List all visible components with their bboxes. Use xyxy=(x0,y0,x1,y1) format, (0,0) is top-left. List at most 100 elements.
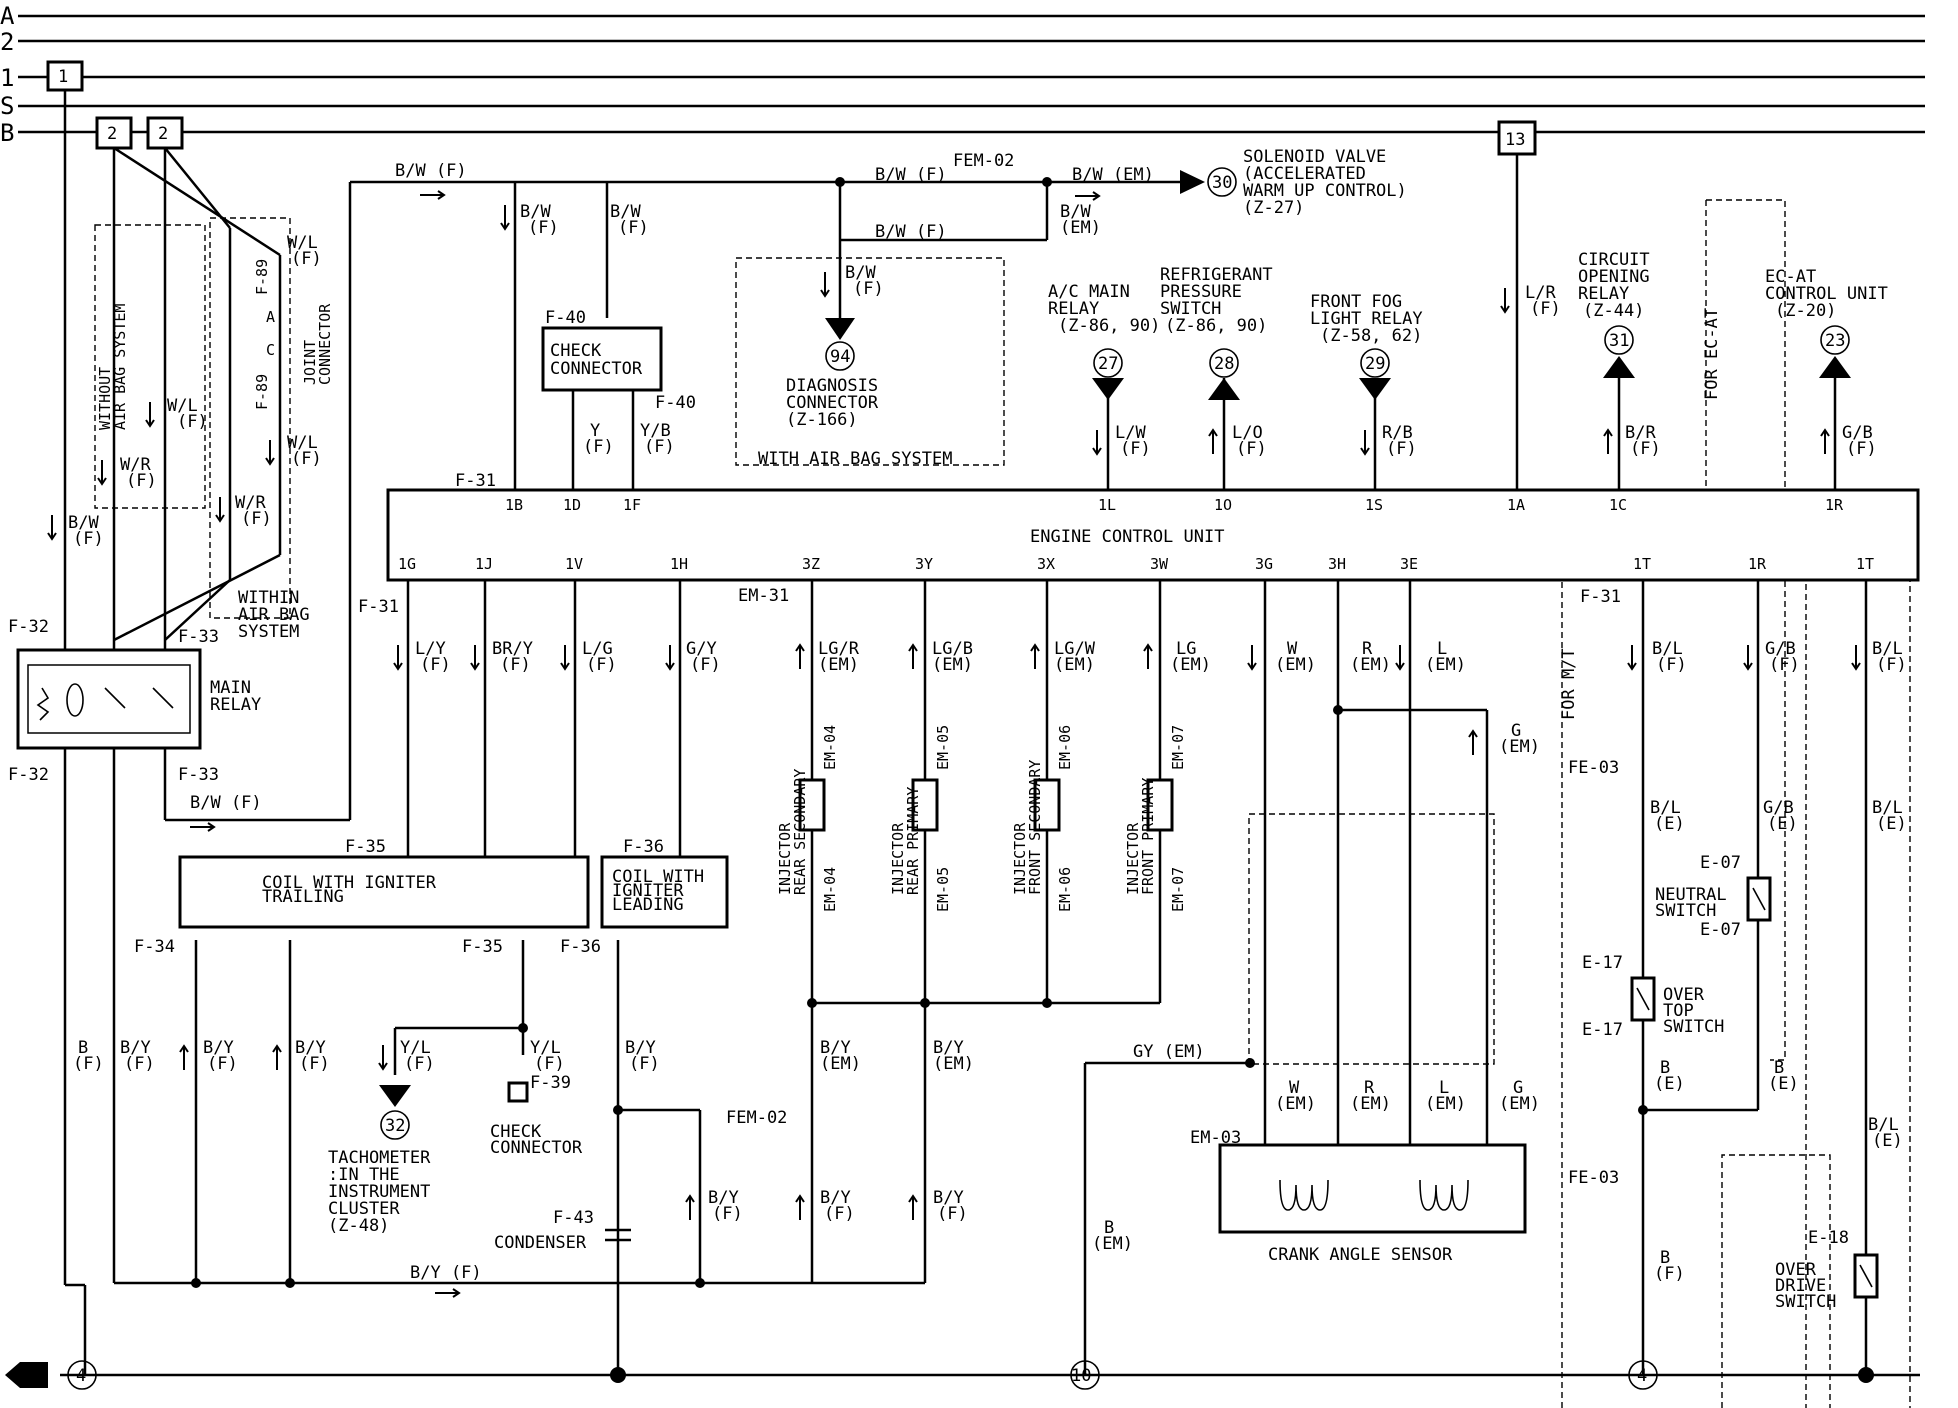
injector-1-conn-bot: EM-04 xyxy=(821,867,839,912)
condenser: CONDENSER xyxy=(494,1228,631,1253)
svg-text:BR/Y(F): BR/Y(F) xyxy=(492,639,533,675)
wire-lgw-sfx: (EM) xyxy=(1054,655,1095,675)
wire-by-f: B/Y (F) xyxy=(410,1263,482,1283)
wire-bl-3: B/L xyxy=(1650,798,1681,818)
pin-3y: 3Y xyxy=(915,555,933,573)
wire-lgb-sfx: (EM) xyxy=(932,655,973,675)
svg-text:REFRIGERANT PRESSURE: REFRIGERANT PRESSURE SWITCH (Z-86, 90) xyxy=(1160,265,1283,336)
pin-1t-a: 1T xyxy=(1633,555,1651,573)
fuse-1: 1 xyxy=(46,60,84,92)
svg-text:1: 1 xyxy=(58,67,68,87)
wire-by-8-sfx: (F) xyxy=(824,1204,855,1224)
without-airbag-line1: WITHOUT xyxy=(96,367,114,430)
wire-lgw: LG/W xyxy=(1054,639,1096,659)
svg-text:FRONT FOG LIGHT RELAY: FRONT FOG LIGHT RELAY (Z-58, 62) xyxy=(1310,292,1433,346)
wire-by-7-sfx: (F) xyxy=(712,1204,743,1224)
wire-by-1-sfx: (F) xyxy=(124,1054,155,1074)
wire-by-9-sfx: (F) xyxy=(937,1204,968,1224)
injector-2-conn-bot: EM-05 xyxy=(934,867,952,912)
svg-text:L/W(F): L/W(F) xyxy=(1115,423,1151,459)
check-connector-bottom: CHECK CONNECTOR xyxy=(490,1081,583,1158)
conn-f40-bot: F-40 xyxy=(655,393,696,413)
svg-text:G/Y(F): G/Y(F) xyxy=(686,639,721,675)
over-top-switch-line3: SWITCH xyxy=(1663,1017,1724,1037)
wire-l-2-sfx: (EM) xyxy=(1425,1094,1466,1114)
injector-1-line1: INJECTOR xyxy=(776,822,794,895)
check-connector-bot-line1: CHECK xyxy=(490,1122,542,1142)
over-top-switch-line1: OVER xyxy=(1663,985,1705,1005)
svg-text:DIAGNOSIS CONNECTOR: DIAGNOSIS CONNECTOR (Z-166) xyxy=(786,376,888,430)
ecu-title: ENGINE CONTROL UNIT xyxy=(1030,527,1224,547)
wire-bl-4: B/L xyxy=(1872,798,1903,818)
svg-text:Y/B(F): Y/B(F) xyxy=(640,421,675,457)
svg-text:28: 28 xyxy=(1214,354,1234,374)
svg-text:L/R(F): L/R(F) xyxy=(1525,283,1561,319)
ref-94-line1: DIAGNOSIS xyxy=(786,376,878,396)
svg-text:13: 13 xyxy=(1505,130,1525,150)
without-airbag-line2: AIR BAG SYSTEM xyxy=(111,304,129,430)
within-airbag-line1: WITHIN xyxy=(238,588,299,608)
wire-bl-1-sfx: (F) xyxy=(1656,655,1687,675)
wire-bw-f-1: B/W (F) xyxy=(875,165,947,185)
svg-text:23: 23 xyxy=(1825,331,1845,351)
svg-text:CHECK CONNECTOR: CHECK CONNECTOR xyxy=(550,341,643,379)
ref-30-line2: (ACCELERATED xyxy=(1243,164,1366,184)
ref-94-line3: (Z-166) xyxy=(786,410,858,430)
svg-text:A/C MAIN RELAY (Z-: A/C MAIN RELAY (Z-86, 90) xyxy=(1048,282,1160,336)
svg-text:B/W(F): B/W(F) xyxy=(610,202,649,238)
wire-bl-5-sfx: (E) xyxy=(1872,1131,1903,1151)
svg-text:L/Y(F): L/Y(F) xyxy=(415,639,451,675)
ref-31-line2: OPENING xyxy=(1578,267,1650,287)
wire-yl-1-sfx: (F) xyxy=(404,1054,435,1074)
pin-1j: 1J xyxy=(475,555,493,573)
bus-label-s: S xyxy=(0,92,14,120)
ref-32-line5: (Z-48) xyxy=(328,1216,389,1236)
ref-94: 94 DIAGNOSIS CONNECTOR (Z-166) xyxy=(786,318,888,430)
svg-text:R(EM): R(EM) xyxy=(1350,639,1391,675)
check-connector-top: CHECK CONNECTOR xyxy=(541,326,663,392)
svg-text:B(F): B(F) xyxy=(1654,1248,1685,1284)
wire-by-5: B/Y xyxy=(820,1038,851,1058)
wire-b-3: B xyxy=(1660,1248,1670,1268)
wire-b-5-sfx: (F) xyxy=(73,1054,104,1074)
svg-text:B(E): B(E) xyxy=(1654,1058,1685,1094)
pin-1g: 1G xyxy=(398,555,416,573)
wire-wr-2-sfx: (F) xyxy=(241,509,272,529)
ref-30-line4: (Z-27) xyxy=(1243,198,1304,218)
svg-text:G/B(F): G/B(F) xyxy=(1765,639,1800,675)
conn-f35-top: F-35 xyxy=(345,837,386,857)
wire-lgb: LG/B xyxy=(932,639,973,659)
wire-b-4-sfx: (EM) xyxy=(1092,1234,1133,1254)
wire-y: Y xyxy=(590,421,600,441)
injector-4-conn-top: EM-07 xyxy=(1169,725,1187,770)
svg-text:G/B(F): G/B(F) xyxy=(1842,423,1877,459)
over-top-switch-line2: TOP xyxy=(1663,1001,1694,1021)
main-relay: MAIN RELAY xyxy=(16,648,261,750)
wire-bl-2-sfx: (F) xyxy=(1876,655,1907,675)
ground-10: 10 xyxy=(1071,1366,1091,1386)
ref-23-line2: CONTROL UNIT xyxy=(1765,284,1888,304)
ref-32: 32 TACHOMETER :IN THE INSTRUMENT CLUSTER… xyxy=(328,1085,431,1236)
ref-32-line3: INSTRUMENT xyxy=(328,1182,430,1202)
wire-bl-3-sfx: (E) xyxy=(1654,814,1685,834)
ref-32-line1: TACHOMETER xyxy=(328,1148,431,1168)
conn-c: C xyxy=(266,341,275,359)
svg-text:W/L(F): W/L(F) xyxy=(167,396,208,432)
ref-27-line3: (Z-86, 90) xyxy=(1058,316,1160,336)
svg-text:B/Y(F): B/Y(F) xyxy=(203,1038,238,1074)
svg-text:W(EM): W(EM) xyxy=(1275,1078,1316,1114)
wire-r-1-sfx: (EM) xyxy=(1350,655,1391,675)
wire-bl-1: B/L xyxy=(1652,639,1683,659)
pin-3g: 3G xyxy=(1255,555,1273,573)
conn-fe03-top: FE-03 xyxy=(1568,758,1619,778)
wire-lg: L/G xyxy=(582,639,613,659)
wire-labels: B/W (F) B/W (EM) B/W (F) B/W (F) B/W (F)… xyxy=(68,161,1907,1284)
conn-f36-bot: F-36 xyxy=(560,937,601,957)
coil-leading-line3: LEADING xyxy=(612,895,684,915)
wire-ly: L/Y xyxy=(415,639,446,659)
svg-text:94: 94 xyxy=(830,347,850,367)
wire-bw-4: B/W xyxy=(1060,202,1091,222)
wire-bl-4-sfx: (E) xyxy=(1876,814,1907,834)
conn-f43: F-43 xyxy=(553,1208,594,1228)
svg-text:INJECTOR REAR SECONDARY: INJECTOR REAR SECONDARY xyxy=(776,769,809,895)
